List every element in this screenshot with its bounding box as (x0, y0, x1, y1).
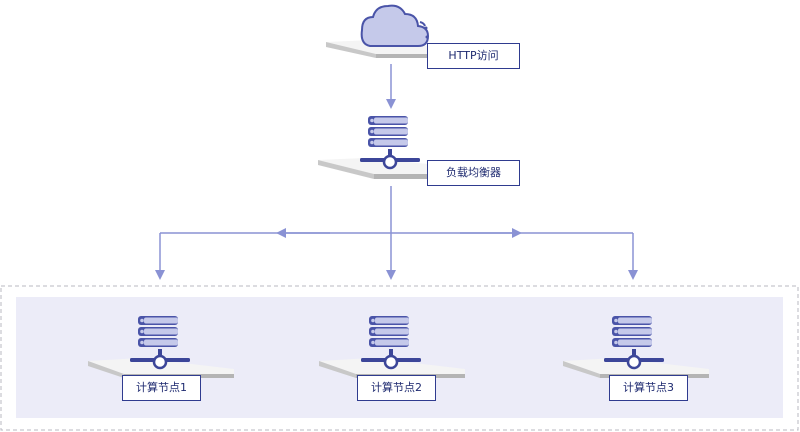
load-balancer-label: 负载均衡器 (427, 160, 520, 186)
http-access-label: HTTP访问 (427, 43, 520, 69)
compute-node-3-label: 计算节点3 (609, 375, 688, 401)
cluster-border (0, 285, 799, 431)
server-icon-balancer (360, 116, 420, 170)
compute-node-2-label: 计算节点2 (357, 375, 436, 401)
server-icon-node-2 (361, 316, 421, 370)
server-icon-node-3 (604, 316, 664, 370)
compute-node-1-label: 计算节点1 (122, 375, 201, 401)
server-icon-node-1 (130, 316, 190, 370)
cloud-icon (360, 4, 430, 47)
connectors (155, 64, 638, 280)
